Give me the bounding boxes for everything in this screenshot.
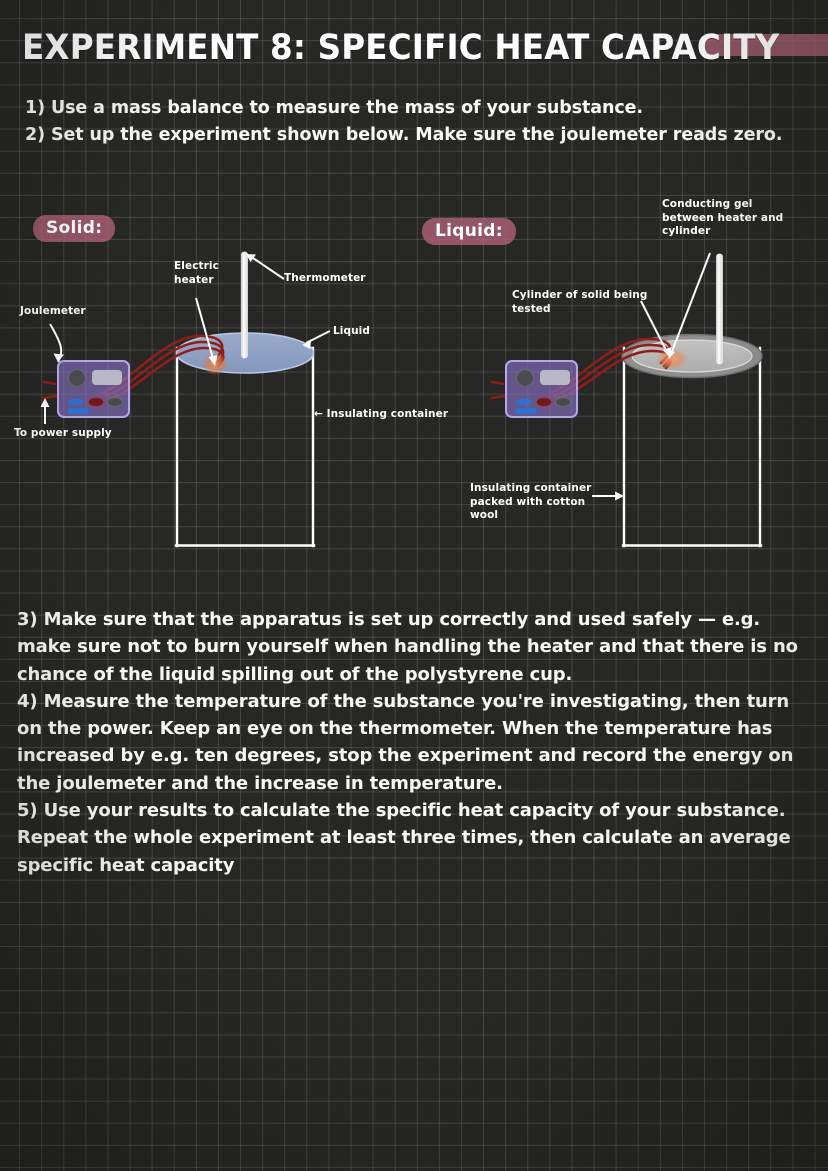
conducting-gel-blob [656,348,688,370]
arrow-thermometer [246,254,285,280]
intro-step-1: 1) Use a mass balance to measure the mas… [25,98,643,118]
label-cylinder-of-solid: Cylinder of solid being tested [512,289,648,315]
arrow-insulating-container-cotton [592,491,624,501]
joulemeter-terminal-red[interactable] [88,397,104,407]
arrow-power-supply [40,398,50,424]
label-thermometer: Thermometer [284,272,366,284]
body-step-4: 4) Measure the temperature of the substa… [17,690,794,794]
arrow-electric-heater [195,297,218,366]
page-title-row: EXPERIMENT 8: SPECIFIC HEAT CAPACITY [22,26,828,76]
label-insulating-container: ← Insulating container [314,408,449,420]
joulemeter-button-blue[interactable] [68,399,83,405]
label-joulemeter: Joulemeter [20,305,86,317]
joulemeter-display [540,370,570,385]
right-thermometer-rod [716,253,723,365]
joulemeter-dial-icon[interactable] [68,369,86,387]
left-insulating-container-outline [174,346,316,548]
intro-steps: 1) Use a mass balance to measure the mas… [25,95,785,148]
left-thermometer-rod [241,251,248,359]
right-apparatus [490,252,763,548]
joulemeter-terminal-black[interactable] [107,397,123,407]
joulemeter-button-blue[interactable] [516,399,531,405]
arrow-liquid [302,330,331,349]
apparatus-diagrams: Solid: Liquid: Joulemeter To power suppl… [0,196,828,556]
diagram-svg [40,251,763,548]
joulemeter-bar-blue [67,408,89,414]
joulemeter-terminal-red[interactable] [536,397,552,407]
intro-step-2: 2) Set up the experiment shown below. Ma… [25,124,783,145]
badge-solid: Solid: [33,215,116,242]
badge-liquid: Liquid: [422,218,516,245]
joulemeter-display [92,370,122,385]
joulemeter-bar-blue [515,408,537,414]
joulemeter-right[interactable] [490,360,578,418]
title-highlight-pill [704,34,828,56]
label-liquid: Liquid [333,325,370,337]
arrow-joulemeter [49,323,64,363]
body-step-3: 3) Make sure that the apparatus is set u… [17,609,798,685]
label-electric-heater: Electric heater [174,260,219,286]
joulemeter-supply-leads [490,380,506,400]
body-step-5: 5) Use your results to calculate the spe… [17,800,791,876]
label-insulating-container-cotton: Insulating container packed with cotton … [470,482,592,521]
body-steps: 3) Make sure that the apparatus is set u… [17,606,807,879]
joulemeter-supply-leads [42,380,58,400]
joulemeter-left[interactable] [42,360,130,418]
joulemeter-terminal-black[interactable] [555,397,571,407]
label-conducting-gel: Conducting gel between heater and cylind… [662,198,784,237]
label-to-power-supply: To power supply [14,427,112,439]
left-apparatus [40,251,331,548]
arrow-cylinder-of-solid [640,300,672,358]
joulemeter-dial-icon[interactable] [516,369,534,387]
right-insulating-container-outline [621,346,763,548]
page-title: EXPERIMENT 8: SPECIFIC HEAT CAPACITY [22,28,780,68]
